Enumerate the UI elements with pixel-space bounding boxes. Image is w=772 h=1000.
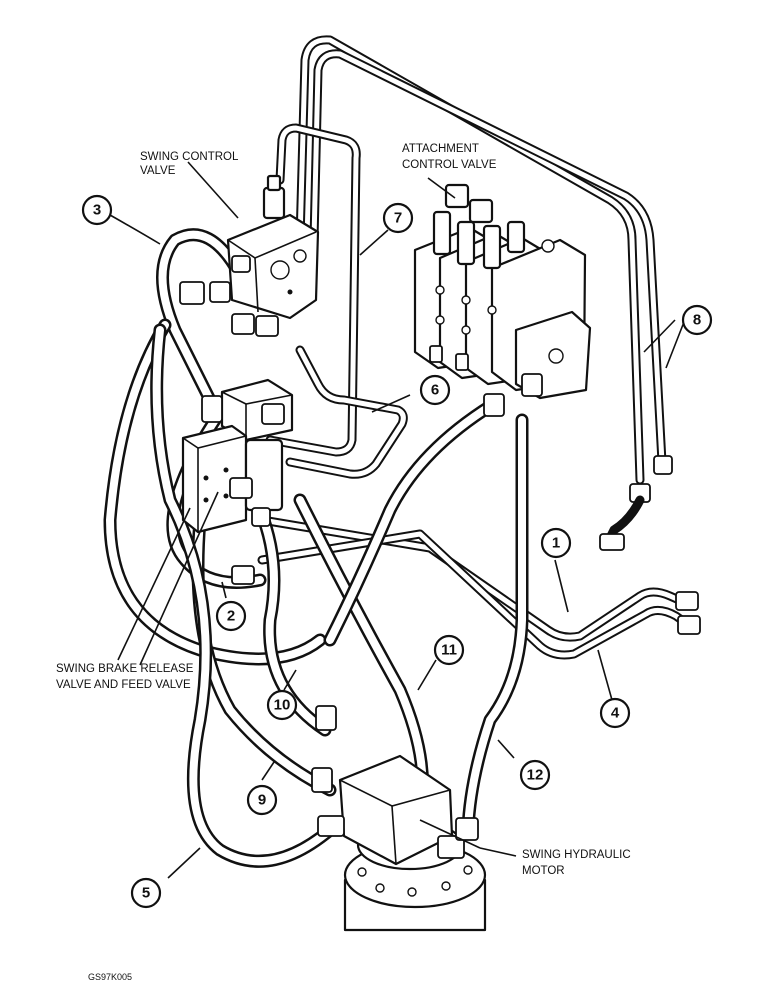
callout-2: 2 bbox=[215, 600, 247, 632]
tube-end-fittings bbox=[599, 455, 701, 635]
callout-9-text: 9 bbox=[258, 792, 266, 809]
callout-1: 1 bbox=[540, 527, 572, 559]
label-swing-hydraulic-motor: SWING HYDRAULIC MOTOR bbox=[522, 849, 631, 877]
callout-6-text: 6 bbox=[431, 382, 439, 399]
callout-11: 11 bbox=[433, 634, 465, 666]
callout-12-text: 12 bbox=[527, 767, 544, 784]
label-swing-control-valve-line-1: SWING CONTROL bbox=[140, 151, 239, 163]
swing-control-valve bbox=[179, 174, 320, 337]
callout-6: 6 bbox=[419, 374, 451, 406]
steel-tubes-to-attachment bbox=[295, 35, 667, 485]
callout-1-text: 1 bbox=[552, 535, 560, 552]
callout-7-text: 7 bbox=[394, 210, 402, 227]
label-swing-control-valve: SWING CONTROL VALVE bbox=[140, 151, 239, 177]
callout-4: 4 bbox=[599, 697, 631, 729]
callout-12: 12 bbox=[519, 759, 551, 791]
label-attachment-control-valve-line-2: CONTROL VALVE bbox=[402, 159, 497, 171]
swing-brake-release-valve bbox=[181, 378, 294, 585]
callout-4-text: 4 bbox=[611, 705, 620, 722]
callout-11-text: 11 bbox=[441, 642, 457, 659]
return-tube-loops bbox=[265, 123, 408, 479]
callout-5: 5 bbox=[130, 877, 162, 909]
label-swing-control-valve-line-2: VALVE bbox=[140, 165, 176, 177]
callout-9: 9 bbox=[246, 784, 278, 816]
attachment-control-valve bbox=[413, 183, 592, 417]
figure-code: GS97K005 bbox=[88, 972, 132, 982]
callout-2-text: 2 bbox=[227, 608, 235, 625]
callout-3-text: 3 bbox=[93, 202, 101, 219]
label-attachment-control-valve: ATTACHMENT CONTROL VALVE bbox=[402, 143, 497, 171]
callout-7: 7 bbox=[382, 202, 414, 234]
callout-8: 8 bbox=[681, 304, 713, 336]
label-swing-brake-release-valve-line-1: SWING BRAKE RELEASE bbox=[56, 663, 194, 675]
label-swing-hydraulic-motor-line-1: SWING HYDRAULIC bbox=[522, 849, 631, 861]
label-swing-hydraulic-motor-line-2: MOTOR bbox=[522, 865, 565, 877]
label-swing-brake-release-valve: SWING BRAKE RELEASE VALVE AND FEED VALVE bbox=[56, 663, 194, 691]
callout-10: 10 bbox=[266, 689, 298, 721]
callout-8-text: 8 bbox=[693, 312, 701, 329]
tubes-1-and-4 bbox=[257, 515, 695, 660]
flexible-hoses bbox=[103, 228, 529, 868]
swing-hydraulic-motor bbox=[311, 705, 487, 932]
leader-lines bbox=[109, 161, 685, 879]
callout-3: 3 bbox=[81, 194, 113, 226]
callout-5-text: 5 bbox=[142, 885, 150, 902]
label-swing-brake-release-valve-line-2: VALVE AND FEED VALVE bbox=[56, 679, 191, 691]
callout-10-text: 10 bbox=[274, 697, 291, 714]
label-attachment-control-valve-line-1: ATTACHMENT bbox=[402, 143, 479, 155]
